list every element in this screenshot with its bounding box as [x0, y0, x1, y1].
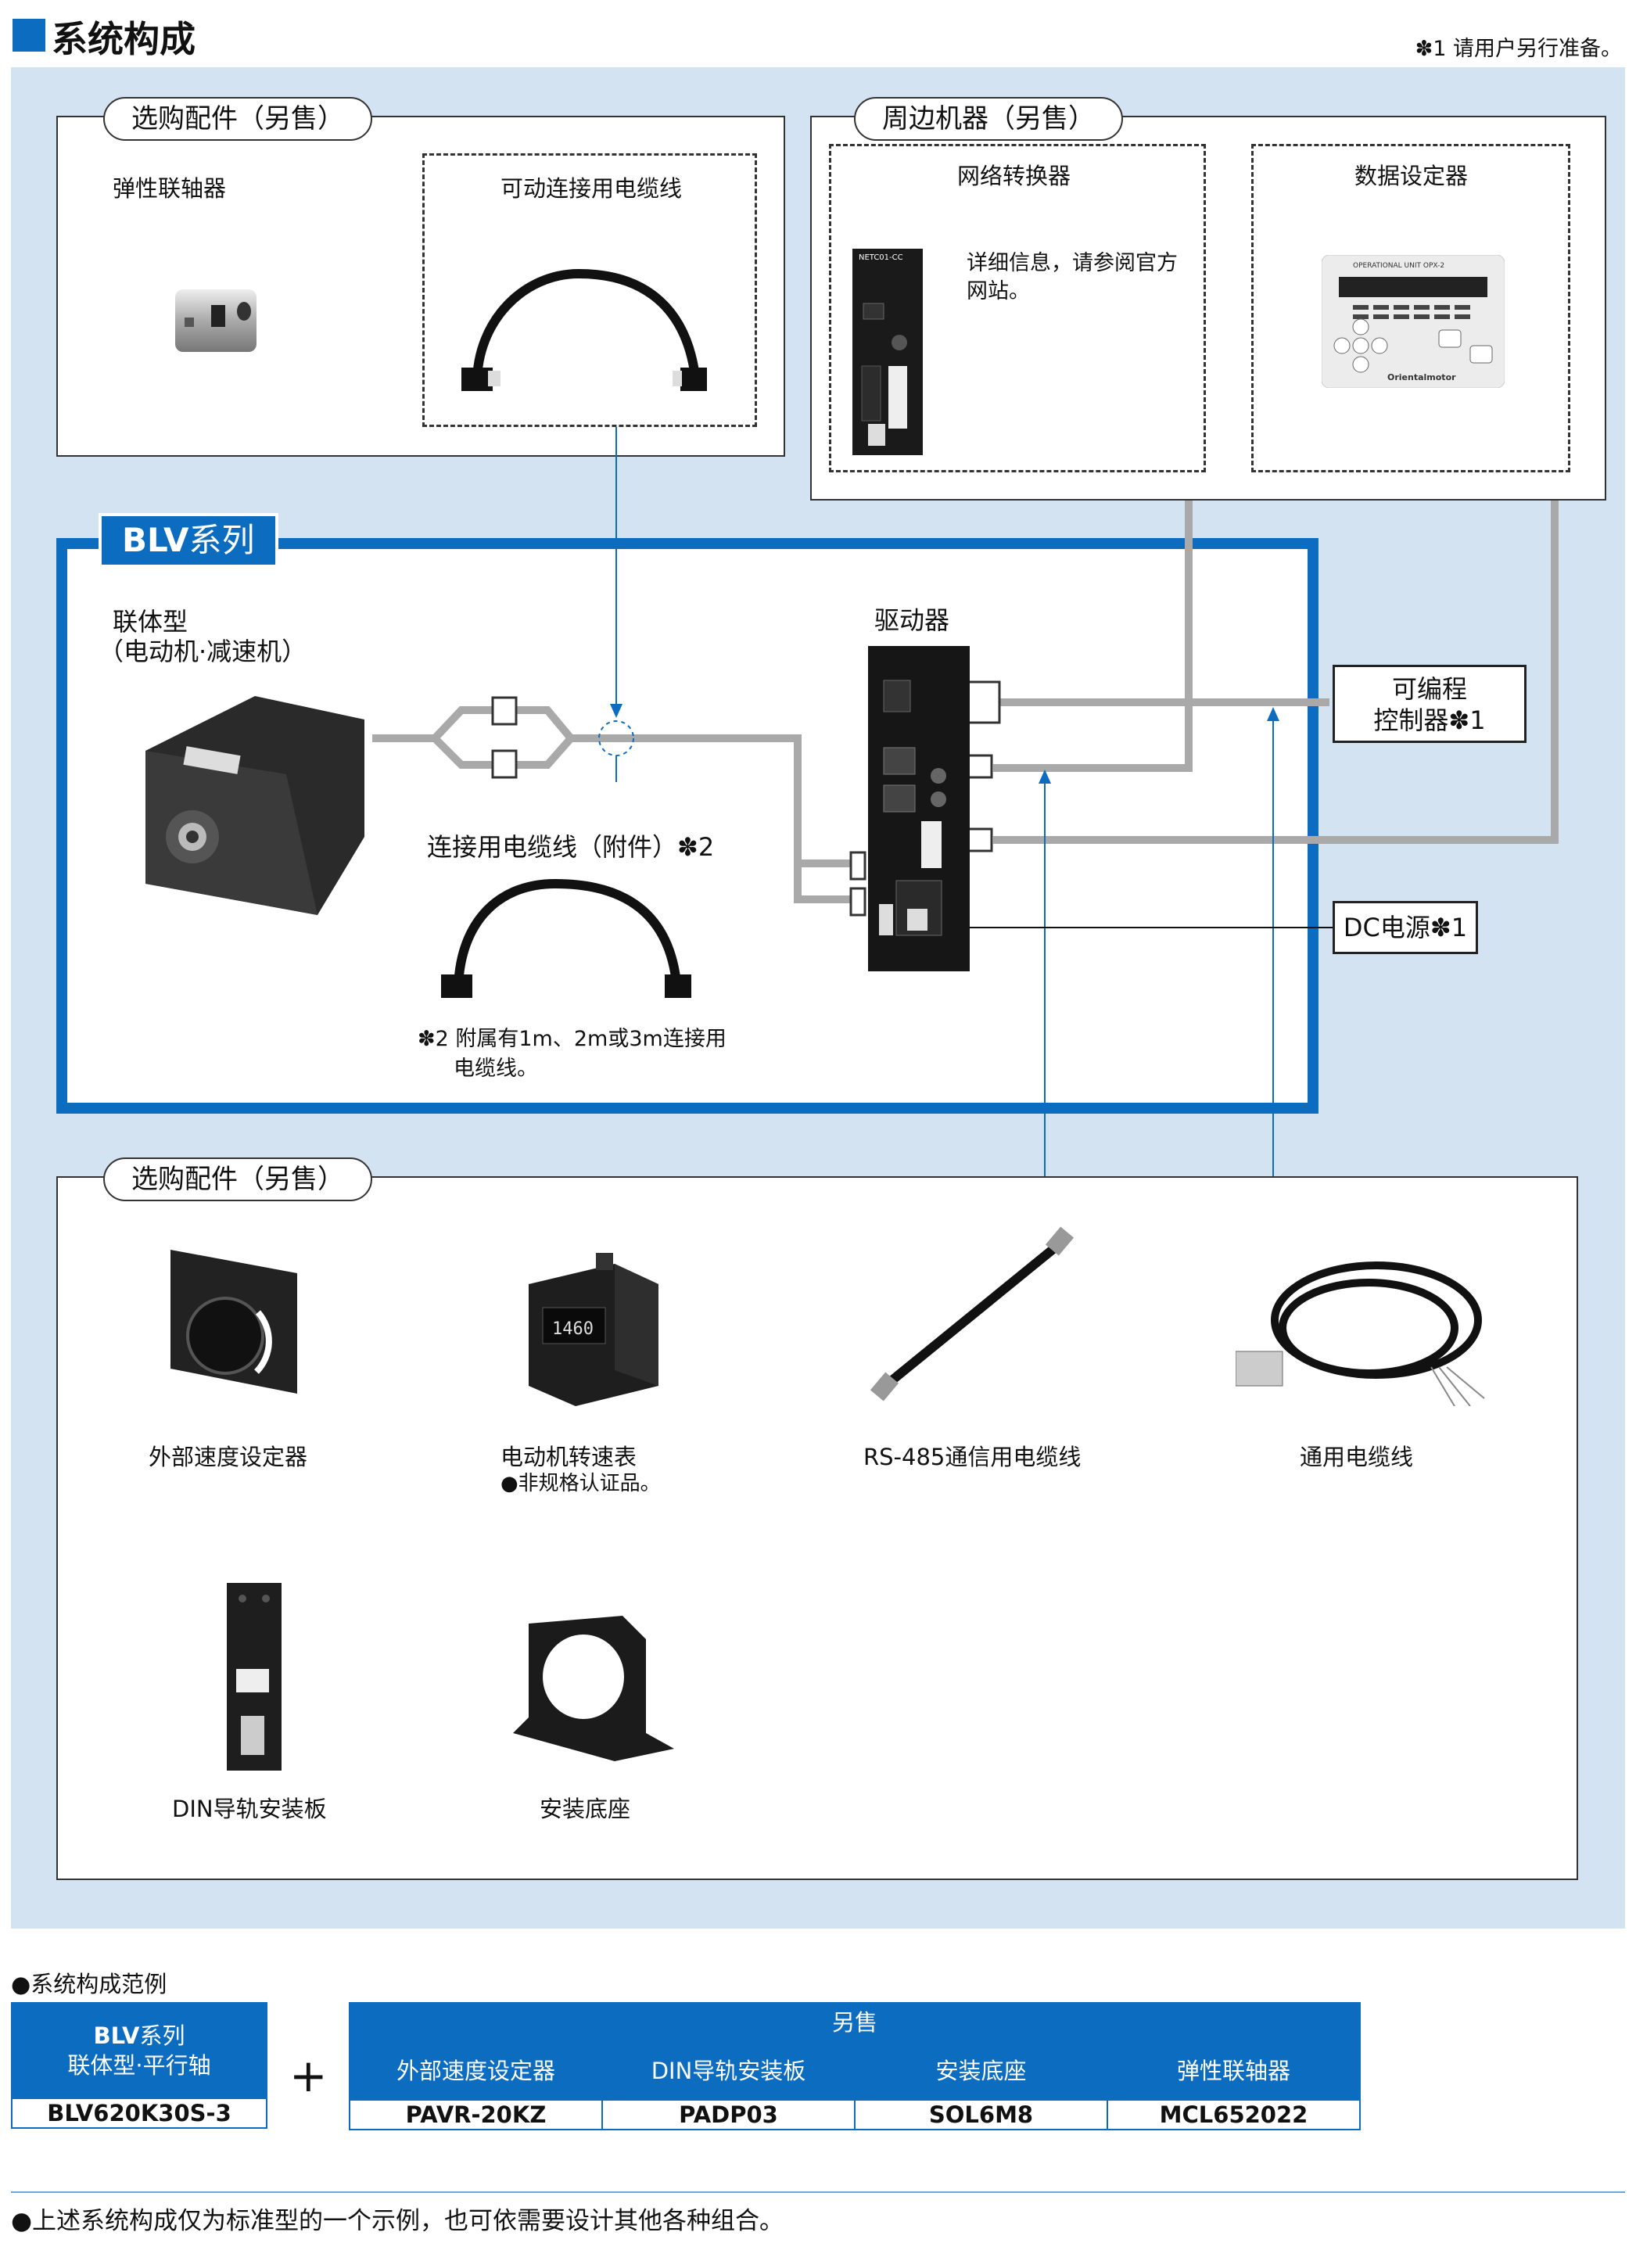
example-col-1: DIN导轨安装板 [601, 2038, 856, 2101]
data-setter-image: OPERATIONAL UNIT OPX-2 Orientalmotor [1322, 255, 1505, 388]
svg-text:1460: 1460 [552, 1319, 594, 1339]
rs485-cable-label: RS-485通信用电缆线 [863, 1444, 1082, 1470]
network-desc-line1: 详细信息，请参阅官方 [967, 251, 1178, 275]
network-model-text: NETC01-CC [859, 253, 903, 262]
example-heading: ●系统构成范例 [11, 1971, 167, 1997]
note-user-prepare: ✽1 请用户另行准备。 [1415, 37, 1622, 61]
example-model-3: MCL652022 [1107, 2099, 1361, 2130]
driver-image [868, 646, 970, 971]
example-left-model: BLV620K30S-3 [11, 2098, 267, 2129]
motor-title-line2: （电动机·减速机） [99, 637, 307, 666]
opx-label-text: OPERATIONAL UNIT OPX-2 [1353, 262, 1444, 270]
general-cable-image [1236, 1261, 1485, 1406]
rs485-cable-image [870, 1226, 1075, 1401]
footer-note: ●上述系统构成仅为标准型的一个示例，也可依需要设计其他各种组合。 [11, 2207, 784, 2235]
general-cable-label: 通用电缆线 [1300, 1444, 1414, 1470]
flex-cable-dashed-box [422, 153, 757, 427]
motor-image [145, 696, 364, 915]
top-options-pill: 选购配件（另售） [103, 97, 372, 141]
example-left-table: BLV系列 联体型·平行轴 BLV620K30S-3 [11, 2002, 267, 2129]
opx-brand-text: Orientalmotor [1387, 372, 1456, 382]
flex-cable-image [461, 268, 707, 391]
plc-box: 可编程控制器✽1 [1333, 665, 1527, 743]
example-model-2: SOL6M8 [854, 2099, 1108, 2130]
network-desc-line2: 网站。 [967, 279, 1030, 303]
divider [11, 2191, 1625, 2193]
coupling-label: 弹性联轴器 [113, 175, 227, 202]
flex-cable-label: 可动连接用电缆线 [500, 175, 683, 202]
motor-title-line1: 联体型 [113, 607, 188, 637]
mount-base-label: 安装底座 [540, 1796, 631, 1822]
din-plate-image [227, 1583, 282, 1771]
example-sold-table: 另售 外部速度设定器 DIN导轨安装板 安装底座 弹性联轴器 PAVR-20KZ… [349, 2002, 1361, 2130]
plus-sign: + [289, 2049, 328, 2102]
speed-setter-label: 外部速度设定器 [149, 1444, 308, 1470]
example-col-2: 安装底座 [854, 2038, 1108, 2101]
connection-cable-label: 连接用电缆线（附件）✽2 [427, 832, 715, 862]
bottom-options-box [56, 1176, 1578, 1880]
title-marker [13, 19, 45, 52]
coupling-image [175, 289, 257, 352]
data-setter-label: 数据设定器 [1354, 163, 1469, 189]
bottom-options-pill: 选购配件（另售） [103, 1157, 372, 1201]
connection-cable-image [441, 878, 691, 998]
example-model-1: PADP03 [601, 2099, 856, 2130]
page-title: 系统构成 [52, 18, 196, 60]
footnote2-line2: 电缆线。 [454, 1057, 538, 1081]
footnote2-line1: ✽2 附属有1m、2m或3m连接用 [418, 1027, 727, 1051]
example-col-0: 外部速度设定器 [349, 2038, 603, 2101]
network-converter-image: NETC01-CC [852, 249, 923, 455]
network-converter-label: 网络转换器 [957, 163, 1071, 189]
data-setter-dashed-box [1251, 144, 1570, 472]
tachometer-image: 1460 [529, 1253, 658, 1406]
tachometer-note: ●非规格认证品。 [500, 1472, 661, 1495]
top-options-box [56, 116, 785, 457]
speed-setter-image [170, 1250, 297, 1394]
driver-label: 驱动器 [874, 605, 950, 635]
dc-power-box: DC电源✽1 [1333, 901, 1478, 954]
mount-base-image [513, 1616, 674, 1761]
sold-separately-header: 另售 [349, 2002, 1361, 2040]
example-col-3: 弹性联轴器 [1107, 2038, 1361, 2101]
blv-series-tab: BLV系列 [99, 513, 278, 568]
example-model-0: PAVR-20KZ [349, 2099, 603, 2130]
network-dashed-box [829, 144, 1206, 472]
din-plate-label: DIN导轨安装板 [172, 1796, 327, 1822]
tachometer-label: 电动机转速表 [500, 1444, 637, 1470]
peripherals-pill: 周边机器（另售） [854, 97, 1123, 141]
